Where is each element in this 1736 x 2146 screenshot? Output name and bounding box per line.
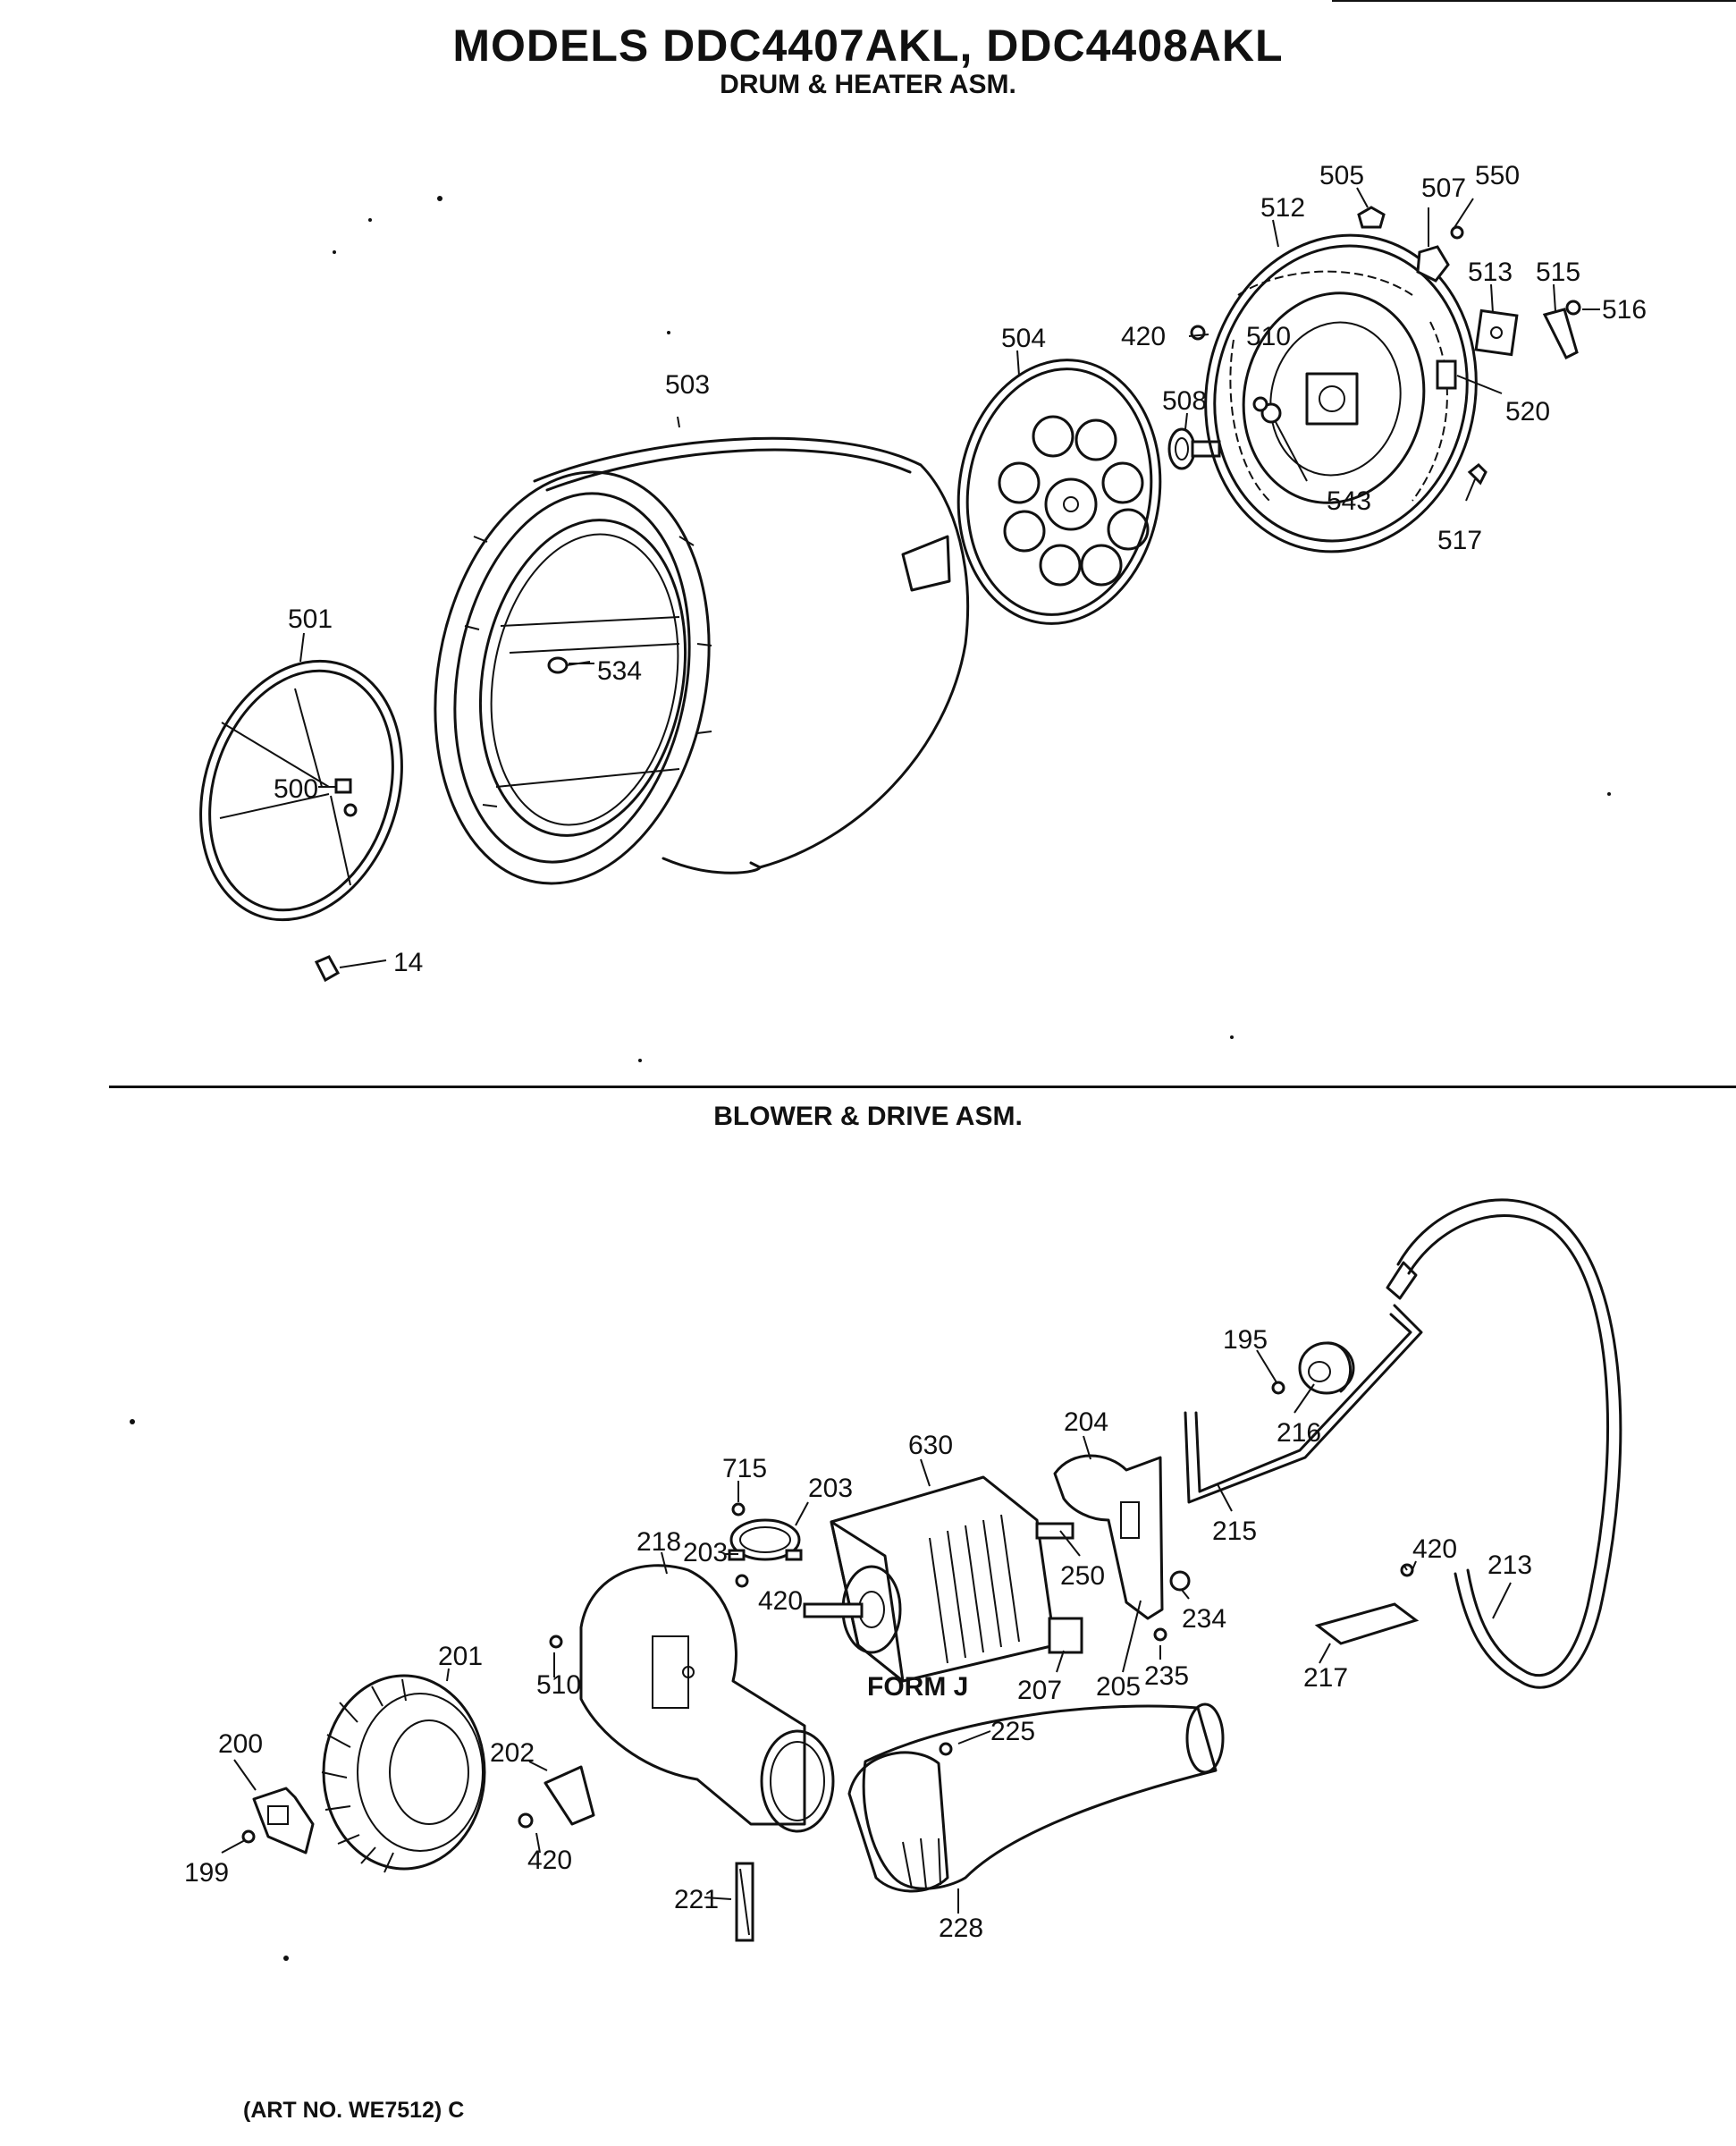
blower-small-hardware xyxy=(241,1381,1420,1844)
drum-leader-lines xyxy=(299,187,1600,968)
label-250: 250 xyxy=(1060,1561,1105,1591)
label-234: 234 xyxy=(1182,1604,1226,1634)
label-543: 543 xyxy=(1327,486,1371,516)
label-550: 550 xyxy=(1475,161,1520,190)
label-420-lower: 420 xyxy=(527,1846,572,1875)
label-513: 513 xyxy=(1468,258,1513,287)
part-201-blower-wheel xyxy=(321,1674,486,1873)
part-630-motor xyxy=(803,1475,1074,1683)
label-510-drum: 510 xyxy=(1246,322,1291,351)
part-215-idler-arm xyxy=(1184,1304,1423,1504)
label-235: 235 xyxy=(1144,1661,1189,1691)
label-500: 500 xyxy=(274,774,318,804)
label-501: 501 xyxy=(288,604,333,634)
label-207: 207 xyxy=(1017,1676,1062,1705)
section-divider xyxy=(109,1086,1736,1088)
page-title: MODELS DDC4407AKL, DDC4408AKL xyxy=(452,21,1284,71)
label-199: 199 xyxy=(184,1858,229,1888)
part-213-drive-belt xyxy=(1386,1198,1622,1689)
label-213: 213 xyxy=(1487,1550,1532,1580)
label-516: 516 xyxy=(1602,295,1647,325)
label-503: 503 xyxy=(665,370,710,400)
label-715: 715 xyxy=(722,1454,767,1483)
label-202: 202 xyxy=(490,1738,535,1768)
label-216: 216 xyxy=(1277,1418,1321,1448)
drum-small-hardware xyxy=(314,206,1581,983)
label-200: 200 xyxy=(218,1729,263,1759)
part-203-motor-clamps xyxy=(728,1518,803,1561)
section-title-blower: BLOWER & DRIVE ASM. xyxy=(713,1102,1023,1131)
label-195: 195 xyxy=(1223,1325,1268,1355)
label-515: 515 xyxy=(1536,258,1580,287)
label-205: 205 xyxy=(1096,1672,1141,1702)
part-204-motor-mount xyxy=(1053,1454,1164,1620)
blower-part-labels: 195 216 204 715 630 203 218 203 250 215 … xyxy=(184,1325,1532,1943)
label-510-blower: 510 xyxy=(536,1670,581,1700)
label-420-motor: 420 xyxy=(758,1586,803,1616)
label-14: 14 xyxy=(393,948,423,977)
part-221-seal-strip xyxy=(735,1862,754,1942)
drum-part-labels: 505 507 550 512 513 515 516 420 510 504 … xyxy=(274,161,1647,977)
art-number: (ART NO. WE7512) C xyxy=(243,2098,465,2123)
label-534: 534 xyxy=(597,656,642,686)
label-420-upper: 420 xyxy=(1412,1534,1457,1564)
label-512: 512 xyxy=(1260,193,1305,223)
part-512-rear-panel-heater xyxy=(1204,233,1478,553)
part-200-bracket xyxy=(252,1787,315,1855)
label-203-lower: 203 xyxy=(683,1538,728,1567)
part-503-drum xyxy=(434,436,969,885)
top-rule xyxy=(1332,0,1736,2)
label-420-drum: 420 xyxy=(1121,322,1166,351)
label-630: 630 xyxy=(908,1431,953,1460)
label-505: 505 xyxy=(1319,161,1364,190)
blower-leader-lines xyxy=(221,1349,1512,1914)
part-501-front-seal xyxy=(199,659,403,922)
label-221: 221 xyxy=(674,1885,719,1914)
scan-specks xyxy=(130,196,1611,1961)
label-228: 228 xyxy=(939,1914,983,1943)
label-225: 225 xyxy=(990,1717,1035,1746)
label-203-upper: 203 xyxy=(808,1474,853,1503)
part-218-blower-housing xyxy=(579,1564,835,1833)
label-form-j: FORM J xyxy=(867,1672,968,1702)
label-508: 508 xyxy=(1162,386,1207,416)
label-204: 204 xyxy=(1064,1407,1108,1437)
label-517: 517 xyxy=(1437,526,1482,555)
part-228-exhaust-duct xyxy=(847,1702,1225,1893)
label-215: 215 xyxy=(1212,1517,1257,1546)
label-507: 507 xyxy=(1421,173,1466,203)
part-216-idler-pulley xyxy=(1298,1341,1355,1395)
label-217: 217 xyxy=(1303,1663,1348,1693)
label-218: 218 xyxy=(636,1527,681,1557)
label-520: 520 xyxy=(1505,397,1550,427)
section-title-drum: DRUM & HEATER ASM. xyxy=(720,70,1016,99)
label-201: 201 xyxy=(438,1642,483,1671)
part-504-rear-drum-head xyxy=(956,359,1162,625)
part-202-baffle xyxy=(544,1765,595,1826)
label-504: 504 xyxy=(1001,324,1046,353)
